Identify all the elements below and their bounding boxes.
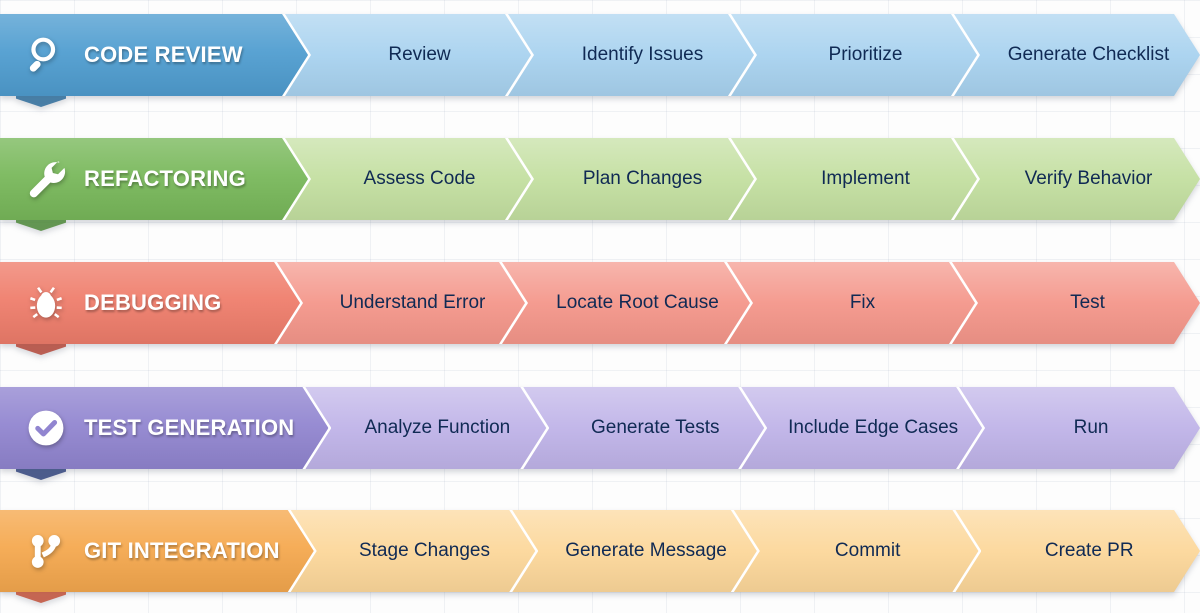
step-refactoring-4[interactable]: Verify Behavior	[951, 138, 1200, 220]
step-debugging-1[interactable]: Understand Error	[274, 262, 525, 344]
step-refactoring-2[interactable]: Plan Changes	[505, 138, 754, 220]
lane-code-review[interactable]: CODE REVIEW Review Identify Issues Prioriti…	[0, 14, 1200, 107]
step-code-review-4[interactable]: Generate Checklist	[951, 14, 1200, 96]
lane-fold-tab	[16, 343, 66, 355]
step-test-generation-3[interactable]: Include Edge Cases	[738, 387, 982, 469]
lane-title: GIT INTEGRATION	[84, 538, 280, 563]
step-git-integration-1[interactable]: Stage Changes	[288, 510, 536, 592]
step-label: Verify Behavior	[1024, 168, 1153, 189]
step-label: Include Edge Cases	[788, 417, 959, 438]
step-code-review-2[interactable]: Identify Issues	[505, 14, 754, 96]
step-label: Generate Message	[565, 540, 727, 561]
step-label: Test	[1070, 292, 1105, 313]
step-label: Generate Checklist	[1007, 44, 1170, 65]
lane-header-debugging[interactable]: DEBUGGING	[0, 262, 300, 344]
step-label: Implement	[821, 168, 910, 189]
step-label: Understand Error	[339, 292, 486, 313]
step-label: Locate Root Cause	[556, 292, 719, 313]
step-label: Plan Changes	[582, 168, 703, 189]
step-git-integration-2[interactable]: Generate Message	[509, 510, 757, 592]
lane-git-integration[interactable]: GIT INTEGRATION Stage Changes Generate Mes…	[0, 510, 1200, 603]
step-label: Review	[388, 44, 451, 65]
step-debugging-2[interactable]: Locate Root Cause	[499, 262, 750, 344]
step-debugging-3[interactable]: Fix	[724, 262, 975, 344]
lane-fold-tab	[16, 468, 66, 480]
lane-title: CODE REVIEW	[84, 42, 243, 67]
bug-icon	[24, 281, 68, 325]
lane-refactoring[interactable]: REFACTORING Assess Code Plan Changes Implem…	[0, 138, 1200, 231]
wrench-icon	[24, 157, 68, 201]
step-label: Run	[1073, 417, 1109, 438]
step-test-generation-1[interactable]: Analyze Function	[302, 387, 546, 469]
step-refactoring-3[interactable]: Implement	[728, 138, 977, 220]
step-test-generation-2[interactable]: Generate Tests	[520, 387, 764, 469]
lane-title: REFACTORING	[84, 166, 246, 191]
step-label: Prioritize	[828, 44, 903, 65]
step-label: Generate Tests	[590, 417, 720, 438]
lane-fold-tab	[16, 591, 66, 603]
git-branch-icon	[24, 529, 68, 573]
step-refactoring-1[interactable]: Assess Code	[282, 138, 531, 220]
magnifier-icon	[24, 33, 68, 77]
step-label: Fix	[849, 292, 876, 313]
lane-title: TEST GENERATION	[84, 415, 295, 440]
step-label: Identify Issues	[581, 44, 704, 65]
step-label: Create PR	[1044, 540, 1134, 561]
step-label: Commit	[834, 540, 901, 561]
lane-fold-tab	[16, 219, 66, 231]
lane-test-generation[interactable]: TEST GENERATION Analyze Function Generate …	[0, 387, 1200, 480]
lane-header-refactoring[interactable]: REFACTORING	[0, 138, 308, 220]
step-test-generation-4[interactable]: Run	[956, 387, 1200, 469]
check-circle-icon	[24, 406, 68, 450]
lane-header-test-generation[interactable]: TEST GENERATION	[0, 387, 328, 469]
step-label: Analyze Function	[364, 417, 511, 438]
lane-title: DEBUGGING	[84, 290, 222, 315]
step-git-integration-3[interactable]: Commit	[731, 510, 979, 592]
step-label: Stage Changes	[358, 540, 490, 561]
step-code-review-3[interactable]: Prioritize	[728, 14, 977, 96]
step-label: Assess Code	[363, 168, 476, 189]
step-code-review-1[interactable]: Review	[282, 14, 531, 96]
step-debugging-4[interactable]: Test	[949, 262, 1200, 344]
lane-debugging[interactable]: DEBUGGING Understand Error Locate Root Cau…	[0, 262, 1200, 355]
lane-header-code-review[interactable]: CODE REVIEW	[0, 14, 308, 96]
step-git-integration-4[interactable]: Create PR	[952, 510, 1200, 592]
lane-header-git-integration[interactable]: GIT INTEGRATION	[0, 510, 314, 592]
lane-fold-tab	[16, 95, 66, 107]
